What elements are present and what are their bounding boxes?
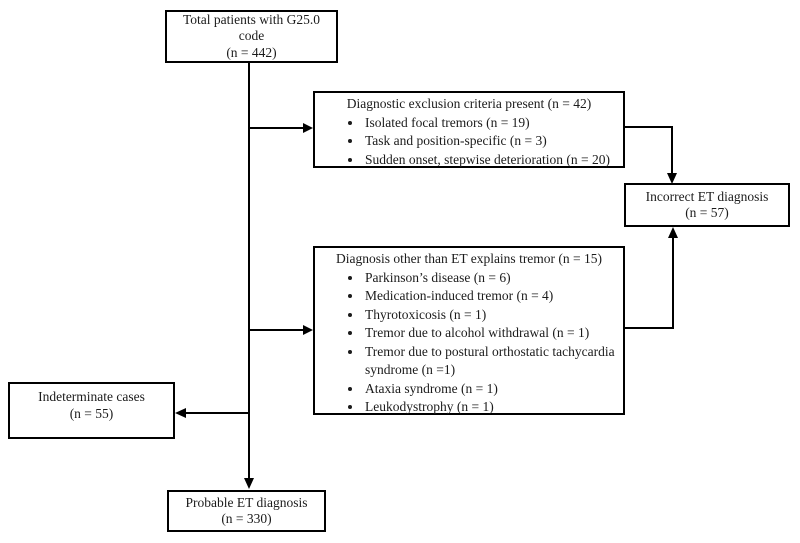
other-diagnosis-list: Parkinson’s disease (n = 6) Medication-i… (315, 269, 623, 417)
box-probable-diagnosis: Probable ET diagnosis (n = 330) (167, 490, 326, 532)
exclusion-criteria-title: Diagnostic exclusion criteria present (n… (346, 96, 592, 111)
other-diagnosis-item: Tremor due to postural orthostatic tachy… (363, 343, 617, 380)
arrowhead-incorrect-bottom (668, 227, 678, 238)
other-diagnosis-item: Parkinson’s disease (n = 6) (363, 269, 617, 288)
connector-other-to-incorrect (625, 237, 674, 329)
incorrect-diagnosis-count: (n = 57) (685, 205, 729, 220)
other-diagnosis-item: Medication-induced tremor (n = 4) (363, 287, 617, 306)
incorrect-diagnosis-label: Incorrect ET diagnosis (645, 188, 769, 204)
box-exclusion-criteria: Diagnostic exclusion criteria present (n… (313, 91, 625, 168)
arrowhead-to-indeterminate (175, 408, 186, 418)
probable-diagnosis-count: (n = 330) (221, 511, 272, 526)
other-diagnosis-title: Diagnosis other than ET explains tremor … (335, 251, 603, 266)
indeterminate-cases-label: Indeterminate cases (38, 389, 145, 404)
exclusion-item: Sudden onset, stepwise deterioration (n … (363, 151, 617, 170)
total-patients-count: (n = 442) (226, 44, 277, 60)
exclusion-criteria-list: Isolated focal tremors (n = 19) Task and… (315, 114, 623, 170)
box-total-patients: Total patients with G25.0 code (n = 442) (165, 10, 338, 63)
indeterminate-cases-count: (n = 55) (69, 405, 114, 421)
total-patients-line1: Total patients with G25.0 (182, 11, 321, 27)
connector-exclusion-to-incorrect (625, 126, 673, 174)
box-indeterminate-cases: Indeterminate cases (n = 55) (8, 382, 175, 439)
arrowhead-to-other-diagnosis (303, 325, 313, 335)
other-diagnosis-item: Ataxia syndrome (n = 1) (363, 380, 617, 399)
exclusion-item: Task and position-specific (n = 3) (363, 132, 617, 151)
exclusion-item: Isolated focal tremors (n = 19) (363, 114, 617, 133)
arrowhead-to-probable (244, 478, 254, 489)
total-patients-line2: code (238, 28, 265, 44)
other-diagnosis-item: Thyrotoxicosis (n = 1) (363, 306, 617, 325)
other-diagnosis-item: Leukodystrophy (n = 1) (363, 398, 617, 417)
other-diagnosis-item: Tremor due to alcohol withdrawal (n = 1) (363, 324, 617, 343)
box-incorrect-diagnosis: Incorrect ET diagnosis (n = 57) (624, 183, 790, 227)
box-other-diagnosis: Diagnosis other than ET explains tremor … (313, 246, 625, 415)
arrowhead-to-exclusion (303, 123, 313, 133)
probable-diagnosis-label: Probable ET diagnosis (185, 494, 308, 510)
